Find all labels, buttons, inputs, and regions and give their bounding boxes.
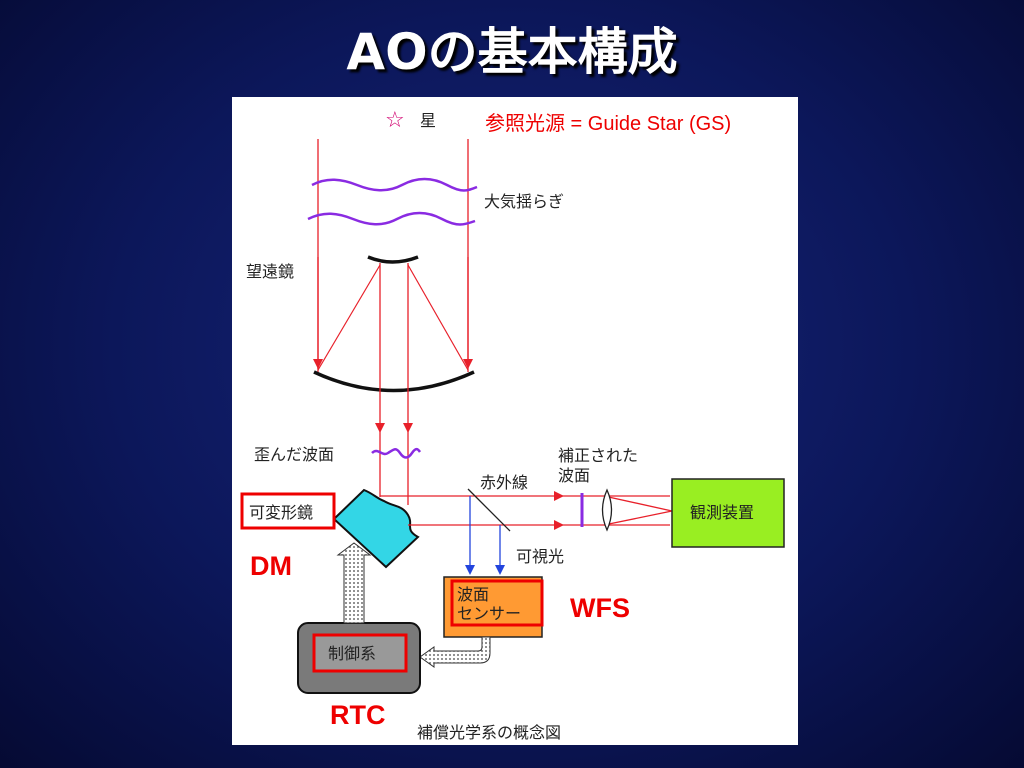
deformable-mirror-label: 可変形鏡 [249, 503, 313, 522]
wfs-abbrev: WFS [570, 593, 630, 623]
distorted-wavefront [371, 447, 422, 459]
deformable-mirror [332, 488, 420, 569]
star-label: 星 [420, 111, 436, 130]
atmosphere-wave-1 [311, 177, 478, 192]
corrected-wavefront-label-line2: 波面 [558, 466, 590, 485]
lens [601, 488, 613, 532]
wfs-highlight [450, 579, 544, 627]
dm-abbrev: DM [250, 551, 292, 581]
instrument-box [671, 478, 785, 548]
infrared-label: 赤外線 [480, 473, 528, 492]
atmosphere-wave-2 [307, 211, 476, 226]
distorted-wavefront-label: 歪んだ波面 [254, 445, 334, 464]
guide-star-label: 参照光源 = Guide Star (GS) [485, 112, 731, 135]
ao-diagram: ☆ 星 参照光源 = Guide Star (GS) 大気揺らぎ 望遠鏡 歪んだ… [240, 108, 785, 742]
visible-label: 可視光 [516, 547, 564, 566]
signal-arrow-wfs-to-control [419, 636, 491, 668]
deformable-mirror-box [240, 492, 336, 530]
telescope-label: 望遠鏡 [246, 262, 294, 281]
instrument-label: 観測装置 [690, 503, 754, 522]
wfs-label-line2: センサー [457, 604, 521, 623]
star-icon: ☆ [385, 108, 405, 133]
wfs-box [443, 576, 543, 638]
rtc-abbrev: RTC [330, 700, 386, 730]
diagram-panel: ☆ 星 参照光源 = Guide Star (GS) 大気揺らぎ 望遠鏡 歪んだ… [232, 97, 798, 745]
atmosphere-label: 大気揺らぎ [484, 192, 564, 211]
secondary-mirror [367, 255, 419, 264]
diagram-caption: 補償光学系の概念図 [417, 723, 561, 742]
signal-arrow-control-to-dm [336, 542, 372, 624]
wfs-label-line1: 波面 [457, 585, 489, 604]
beam-splitter [467, 488, 511, 532]
corrected-wavefront-label-line1: 補正された [558, 446, 638, 465]
primary-mirror [313, 370, 475, 393]
control-label: 制御系 [328, 644, 376, 663]
slide-title: AOの基本構成 [346, 23, 678, 81]
control-highlight [312, 633, 408, 673]
